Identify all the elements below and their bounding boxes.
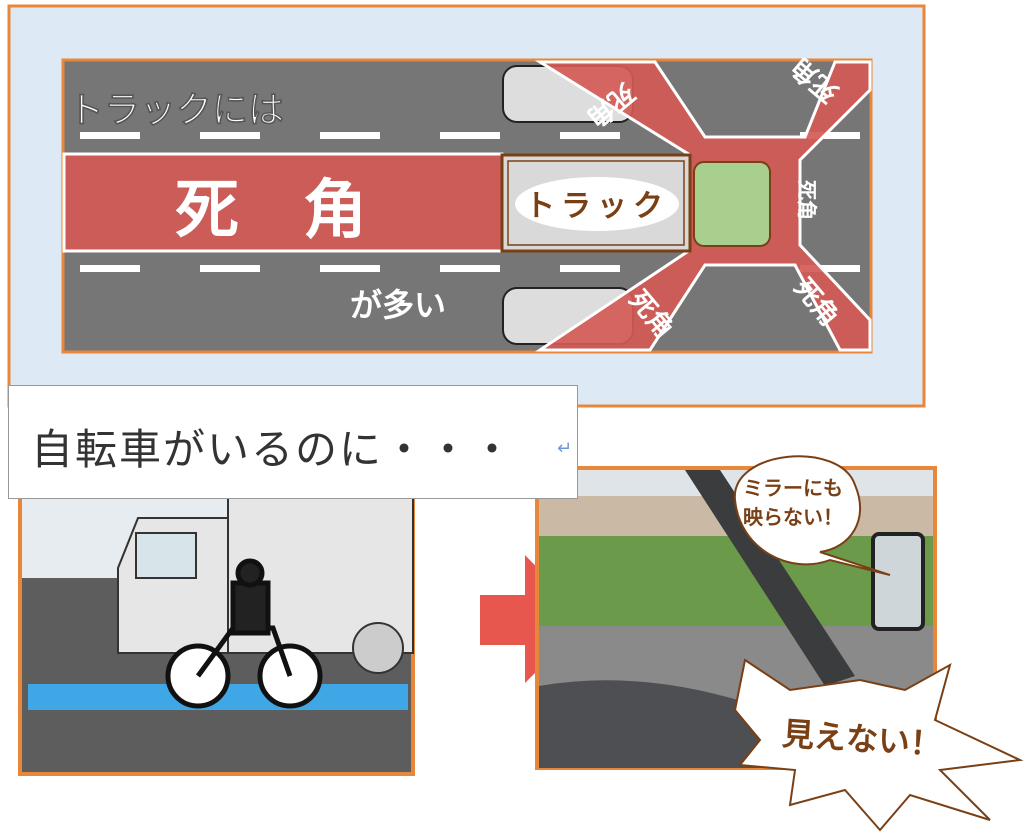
headline-bottom: が多い xyxy=(350,286,446,324)
arrow-right-icon xyxy=(480,555,588,683)
lane-markings xyxy=(80,132,860,272)
return-mark-icon: ↵ xyxy=(557,438,573,459)
caption-text: 自転車がいるのに・・・ xyxy=(31,425,516,474)
caption-box: 自転車がいるのに・・・ ↵ xyxy=(8,385,578,499)
mirror-bubble-line2: 映らない！ xyxy=(743,505,843,529)
mirror-bubble-line1: ミラーにも xyxy=(743,476,843,500)
blind-spot-diagram: トラック トラックには 死 角 が多い 死角 死角 死角 死角 死角 xyxy=(7,4,926,408)
mirror-bubble xyxy=(733,455,891,576)
blind-spot-label: 死角 xyxy=(795,180,819,220)
truck-label: トラック xyxy=(525,189,669,224)
truck-illustration xyxy=(117,492,414,674)
headline-center: 死 角 xyxy=(175,174,367,248)
truck-cab xyxy=(693,161,771,247)
cyclist xyxy=(165,558,323,709)
bicycle-scene xyxy=(18,488,415,776)
cannot-see-bubble xyxy=(733,658,1024,832)
headline-top: トラックには xyxy=(68,90,284,131)
